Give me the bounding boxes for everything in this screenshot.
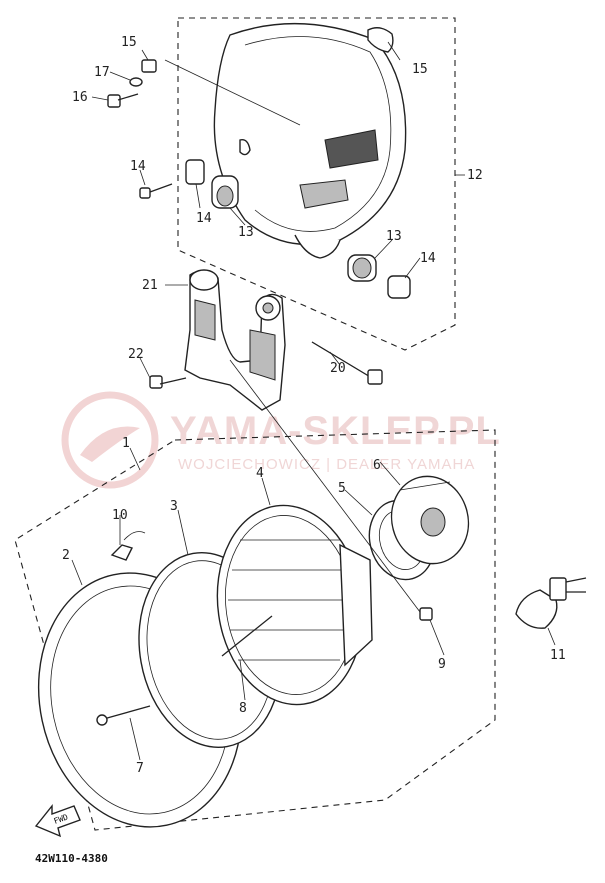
callout-4: 4 [256,466,264,481]
bolt-22 [149,375,187,389]
callout-11: 11 [550,648,566,663]
damper-13-right [347,254,377,282]
clip-10 [110,531,146,561]
watermark-subtitle: WOJCIECHOWICZ | DEALER YAMAHA [178,456,475,473]
bolt-20 [311,341,383,385]
callout-5: 5 [338,481,346,496]
callout-19: 17 [94,65,110,80]
group-12-outline [177,17,456,351]
screw-7 [96,705,151,726]
nut-9 [419,607,433,621]
callout-13-left: 13 [238,225,254,240]
callout-1: 1 [122,436,130,451]
bolt-18 [107,93,139,108]
callout-13-right: 13 [386,229,402,244]
watermark: YAMA-SKLEP.PL WOJCIECHOWICZ | DEALER YAM… [61,391,501,489]
bulb-11 [515,577,587,629]
screw-16 [139,183,173,199]
collar-14-left [185,159,205,185]
bracket-21 [184,269,286,411]
adjusting-screw-8 [221,615,273,657]
watermark-title: YAMA-SKLEP.PL [170,409,501,453]
nut-17 [141,59,157,73]
diagram-part-number: 42W110-4380 [35,852,108,865]
fwd-arrow: FWD [34,804,81,838]
headlight-housing [213,22,407,259]
watermark-logo [61,391,159,489]
leader-lines [71,41,556,761]
callout-12: 12 [467,168,483,183]
callout-3: 3 [170,499,178,514]
callout-20: 20 [330,361,346,376]
callout-7: 7 [136,761,144,776]
damper-13-left [211,175,239,209]
callout-14-right: 14 [420,251,436,266]
callout-2: 2 [62,548,70,563]
callout-16: 14 [130,159,146,174]
collar-14-right [387,275,411,299]
callout-18: 16 [72,90,88,105]
washer-19 [129,77,143,87]
callout-14-left: 14 [196,211,212,226]
group-1-outline [14,429,496,831]
callout-8: 8 [239,701,247,716]
callout-10: 10 [112,508,128,523]
headlight-lens-unit [216,504,373,706]
callout-15: 15 [412,62,428,77]
callout-9: 9 [438,657,446,672]
callouts: 15 17 16 14 14 13 13 14 15 12 21 22 20 1… [62,35,566,776]
callout-22: 22 [128,347,144,362]
callout-6: 6 [373,458,381,473]
callout-17: 15 [121,35,137,50]
callout-21: 21 [142,278,158,293]
bulb-cover-6 [390,475,470,565]
